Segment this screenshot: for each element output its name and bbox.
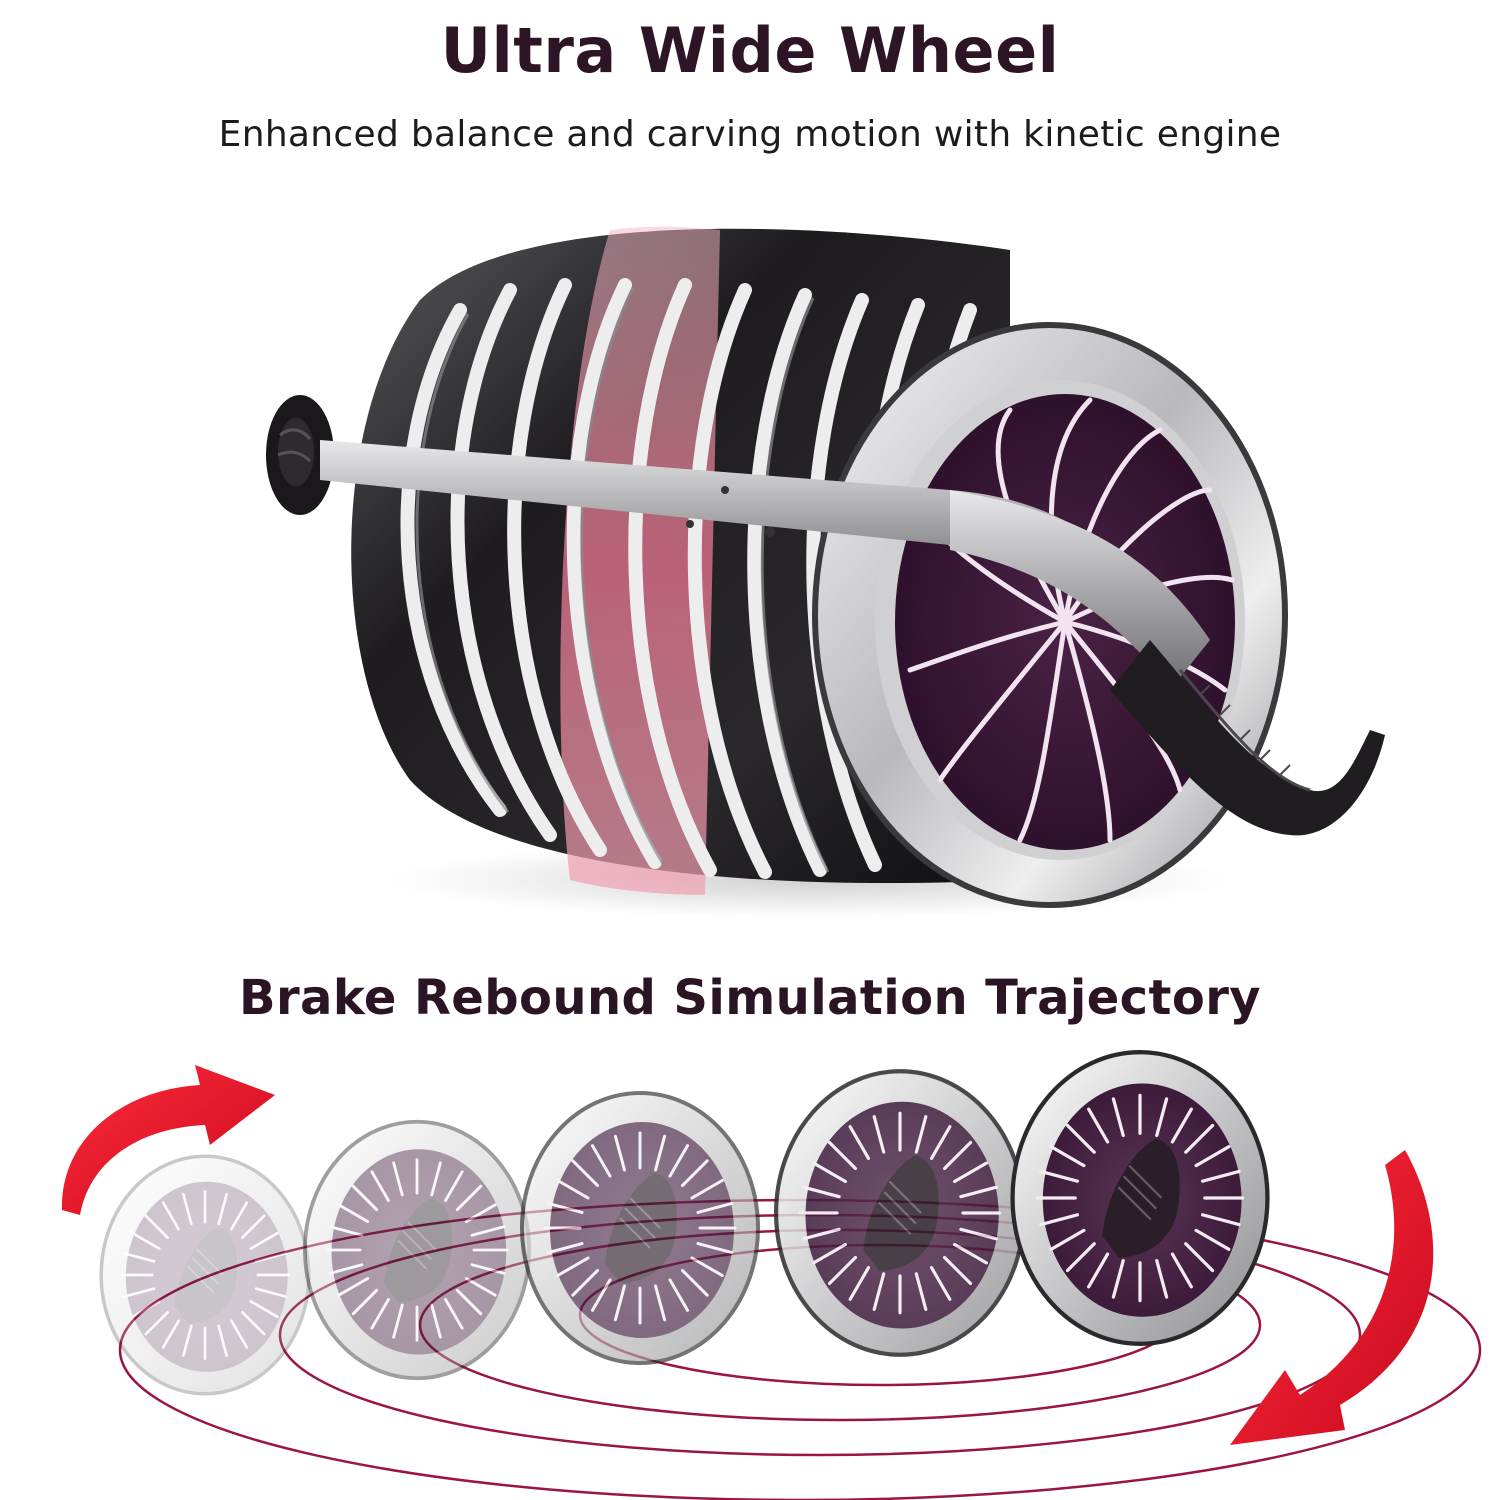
trajectory-wheel-4: [776, 1071, 1024, 1355]
page-subtitle: Enhanced balance and carving motion with…: [218, 114, 1282, 155]
page-title: Ultra Wide Wheel: [440, 14, 1060, 87]
wheel-front-face: [812, 322, 1288, 908]
arrow-rebound-icon: [1230, 1150, 1434, 1445]
trajectory-illustration: [0, 1050, 1500, 1500]
trajectory-wheel-2: [305, 1122, 529, 1379]
trajectory-wheel-5: [1013, 1052, 1268, 1344]
trajectory-wheel-1: [101, 1156, 309, 1394]
handle-bar: [320, 440, 1385, 836]
ab-wheel-illustration: [266, 226, 1385, 918]
arrow-forward-icon: [61, 1065, 276, 1215]
trajectory-wheel-3: [522, 1093, 758, 1363]
product-hero-image: [250, 190, 1390, 930]
section-title: Brake Rebound Simulation Trajectory: [239, 970, 1261, 1026]
left-handle-knob: [266, 395, 334, 515]
trajectory-svg: [61, 1050, 1482, 1500]
hub-spokes: [907, 397, 1235, 843]
